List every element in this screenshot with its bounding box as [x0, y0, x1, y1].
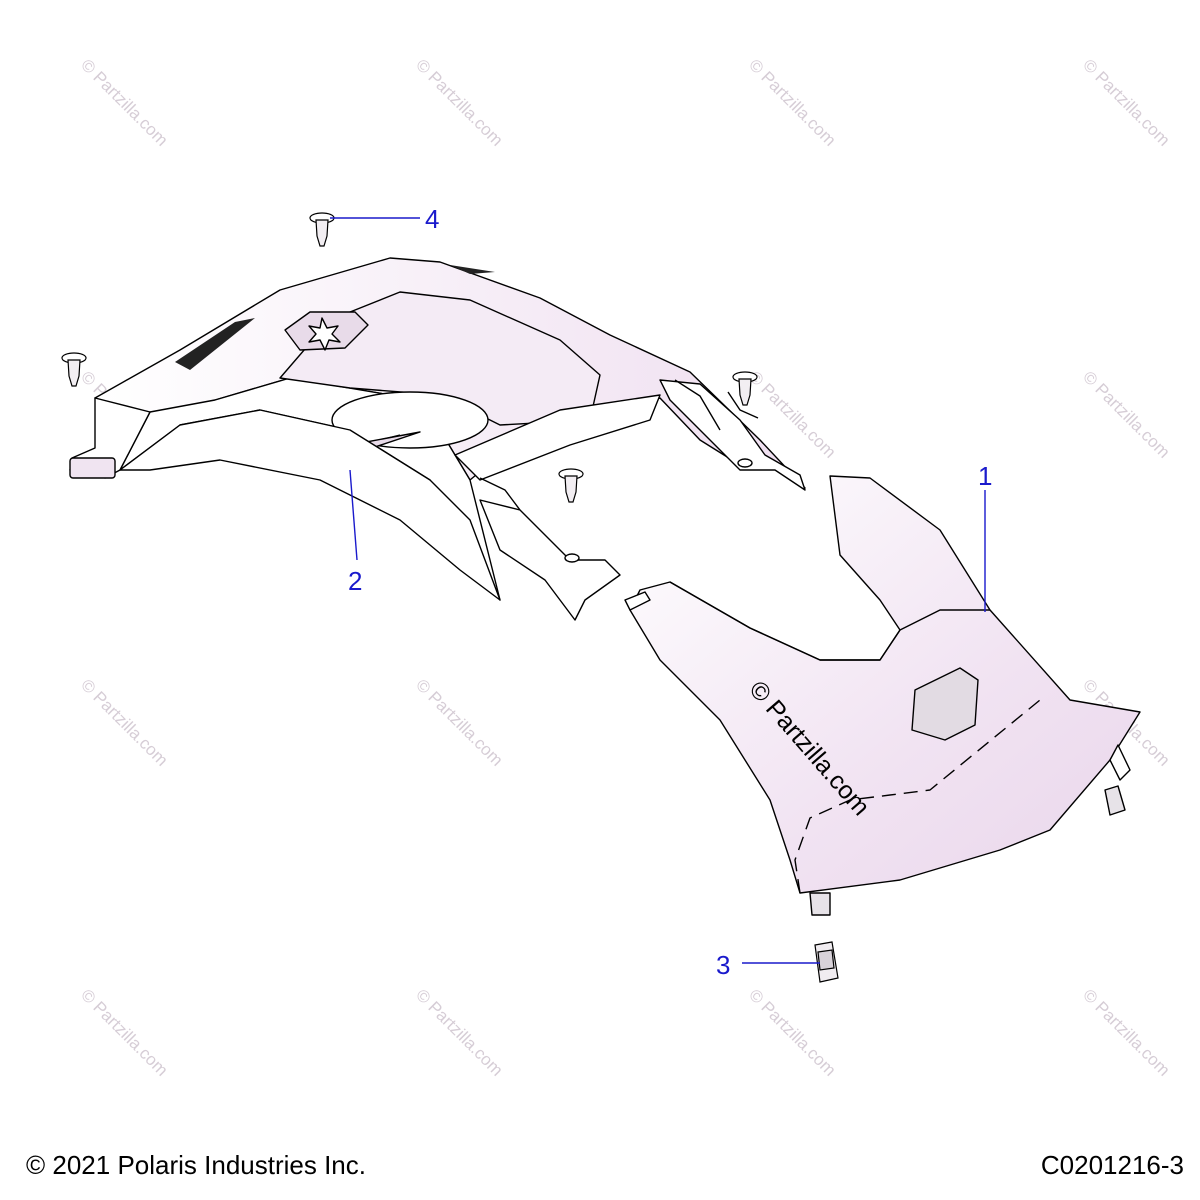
callout-3: 3 — [716, 950, 730, 980]
watermark-text: © Partzilla.com — [1079, 367, 1173, 461]
watermark-text: © Partzilla.com — [745, 55, 839, 149]
watermark-text: © Partzilla.com — [77, 985, 171, 1079]
callout-1: 1 — [978, 461, 992, 491]
watermark-grid: © Partzilla.com © Partzilla.com © Partzill… — [77, 55, 1173, 1079]
watermark-text: © Partzilla.com — [412, 55, 506, 149]
copyright-notice: © 2021 Polaris Industries Inc. — [26, 1150, 366, 1180]
watermark-text: © Partzilla.com — [412, 985, 506, 1079]
watermark-text: © Partzilla.com — [412, 675, 506, 769]
callout-leaders — [330, 217, 986, 964]
polaris-star-logo-icon — [284, 311, 369, 351]
watermark-text: © Partzilla.com — [745, 985, 839, 1079]
part-rear-fender — [69, 257, 806, 621]
watermark-text: © Partzilla.com — [1079, 55, 1173, 149]
part-front-panel — [624, 475, 1141, 916]
watermark-text: © Partzilla.com — [77, 675, 171, 769]
callout-2: 2 — [348, 566, 362, 596]
callout-4: 4 — [425, 204, 439, 234]
drawing-code: C0201216-3 — [1040, 1150, 1184, 1180]
push-rivet-icon — [61, 212, 758, 503]
clip-nut-icon — [814, 941, 839, 983]
watermark-text: © Partzilla.com — [77, 55, 171, 149]
watermark-text: © Partzilla.com — [1079, 985, 1173, 1079]
